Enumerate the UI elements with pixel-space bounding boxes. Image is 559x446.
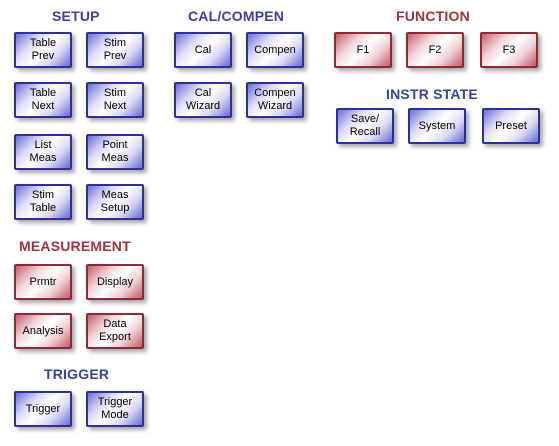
system-button[interactable]: System xyxy=(408,108,466,144)
f2-button[interactable]: F2 xyxy=(406,32,464,68)
cal-wizard-button[interactable]: Cal Wizard xyxy=(174,82,232,118)
stim-prev-button[interactable]: Stim Prev xyxy=(86,32,144,68)
table-next-button[interactable]: Table Next xyxy=(14,82,72,118)
trigger-section-title: TRIGGER xyxy=(44,366,110,382)
meas-setup-button[interactable]: Meas Setup xyxy=(86,184,144,220)
trigger-mode-button[interactable]: Trigger Mode xyxy=(86,391,144,427)
measurement-section-title: MEASUREMENT xyxy=(19,238,131,254)
analysis-button[interactable]: Analysis xyxy=(14,313,72,349)
stim-table-button[interactable]: Stim Table xyxy=(14,184,72,220)
display-button[interactable]: Display xyxy=(86,264,144,300)
compen-wizard-button[interactable]: Compen Wizard xyxy=(246,82,304,118)
f3-button[interactable]: F3 xyxy=(480,32,538,68)
function-section-title: FUNCTION xyxy=(396,8,470,24)
prmtr-button[interactable]: Prmtr xyxy=(14,264,72,300)
f1-button[interactable]: F1 xyxy=(334,32,392,68)
compen-button[interactable]: Compen xyxy=(246,32,304,68)
setup-section-title: SETUP xyxy=(52,8,100,24)
cal-button[interactable]: Cal xyxy=(174,32,232,68)
point-meas-button[interactable]: Point Meas xyxy=(86,134,144,170)
list-meas-button[interactable]: List Meas xyxy=(14,134,72,170)
stim-next-button[interactable]: Stim Next xyxy=(86,82,144,118)
preset-button[interactable]: Preset xyxy=(482,108,540,144)
data-export-button[interactable]: Data Export xyxy=(86,313,144,349)
instr-state-section-title: INSTR STATE xyxy=(386,86,478,102)
save-recall-button[interactable]: Save/ Recall xyxy=(336,108,394,144)
table-prev-button[interactable]: Table Prev xyxy=(14,32,72,68)
cal-compen-section-title: CAL/COMPEN xyxy=(188,8,285,24)
trigger-button[interactable]: Trigger xyxy=(14,391,72,427)
